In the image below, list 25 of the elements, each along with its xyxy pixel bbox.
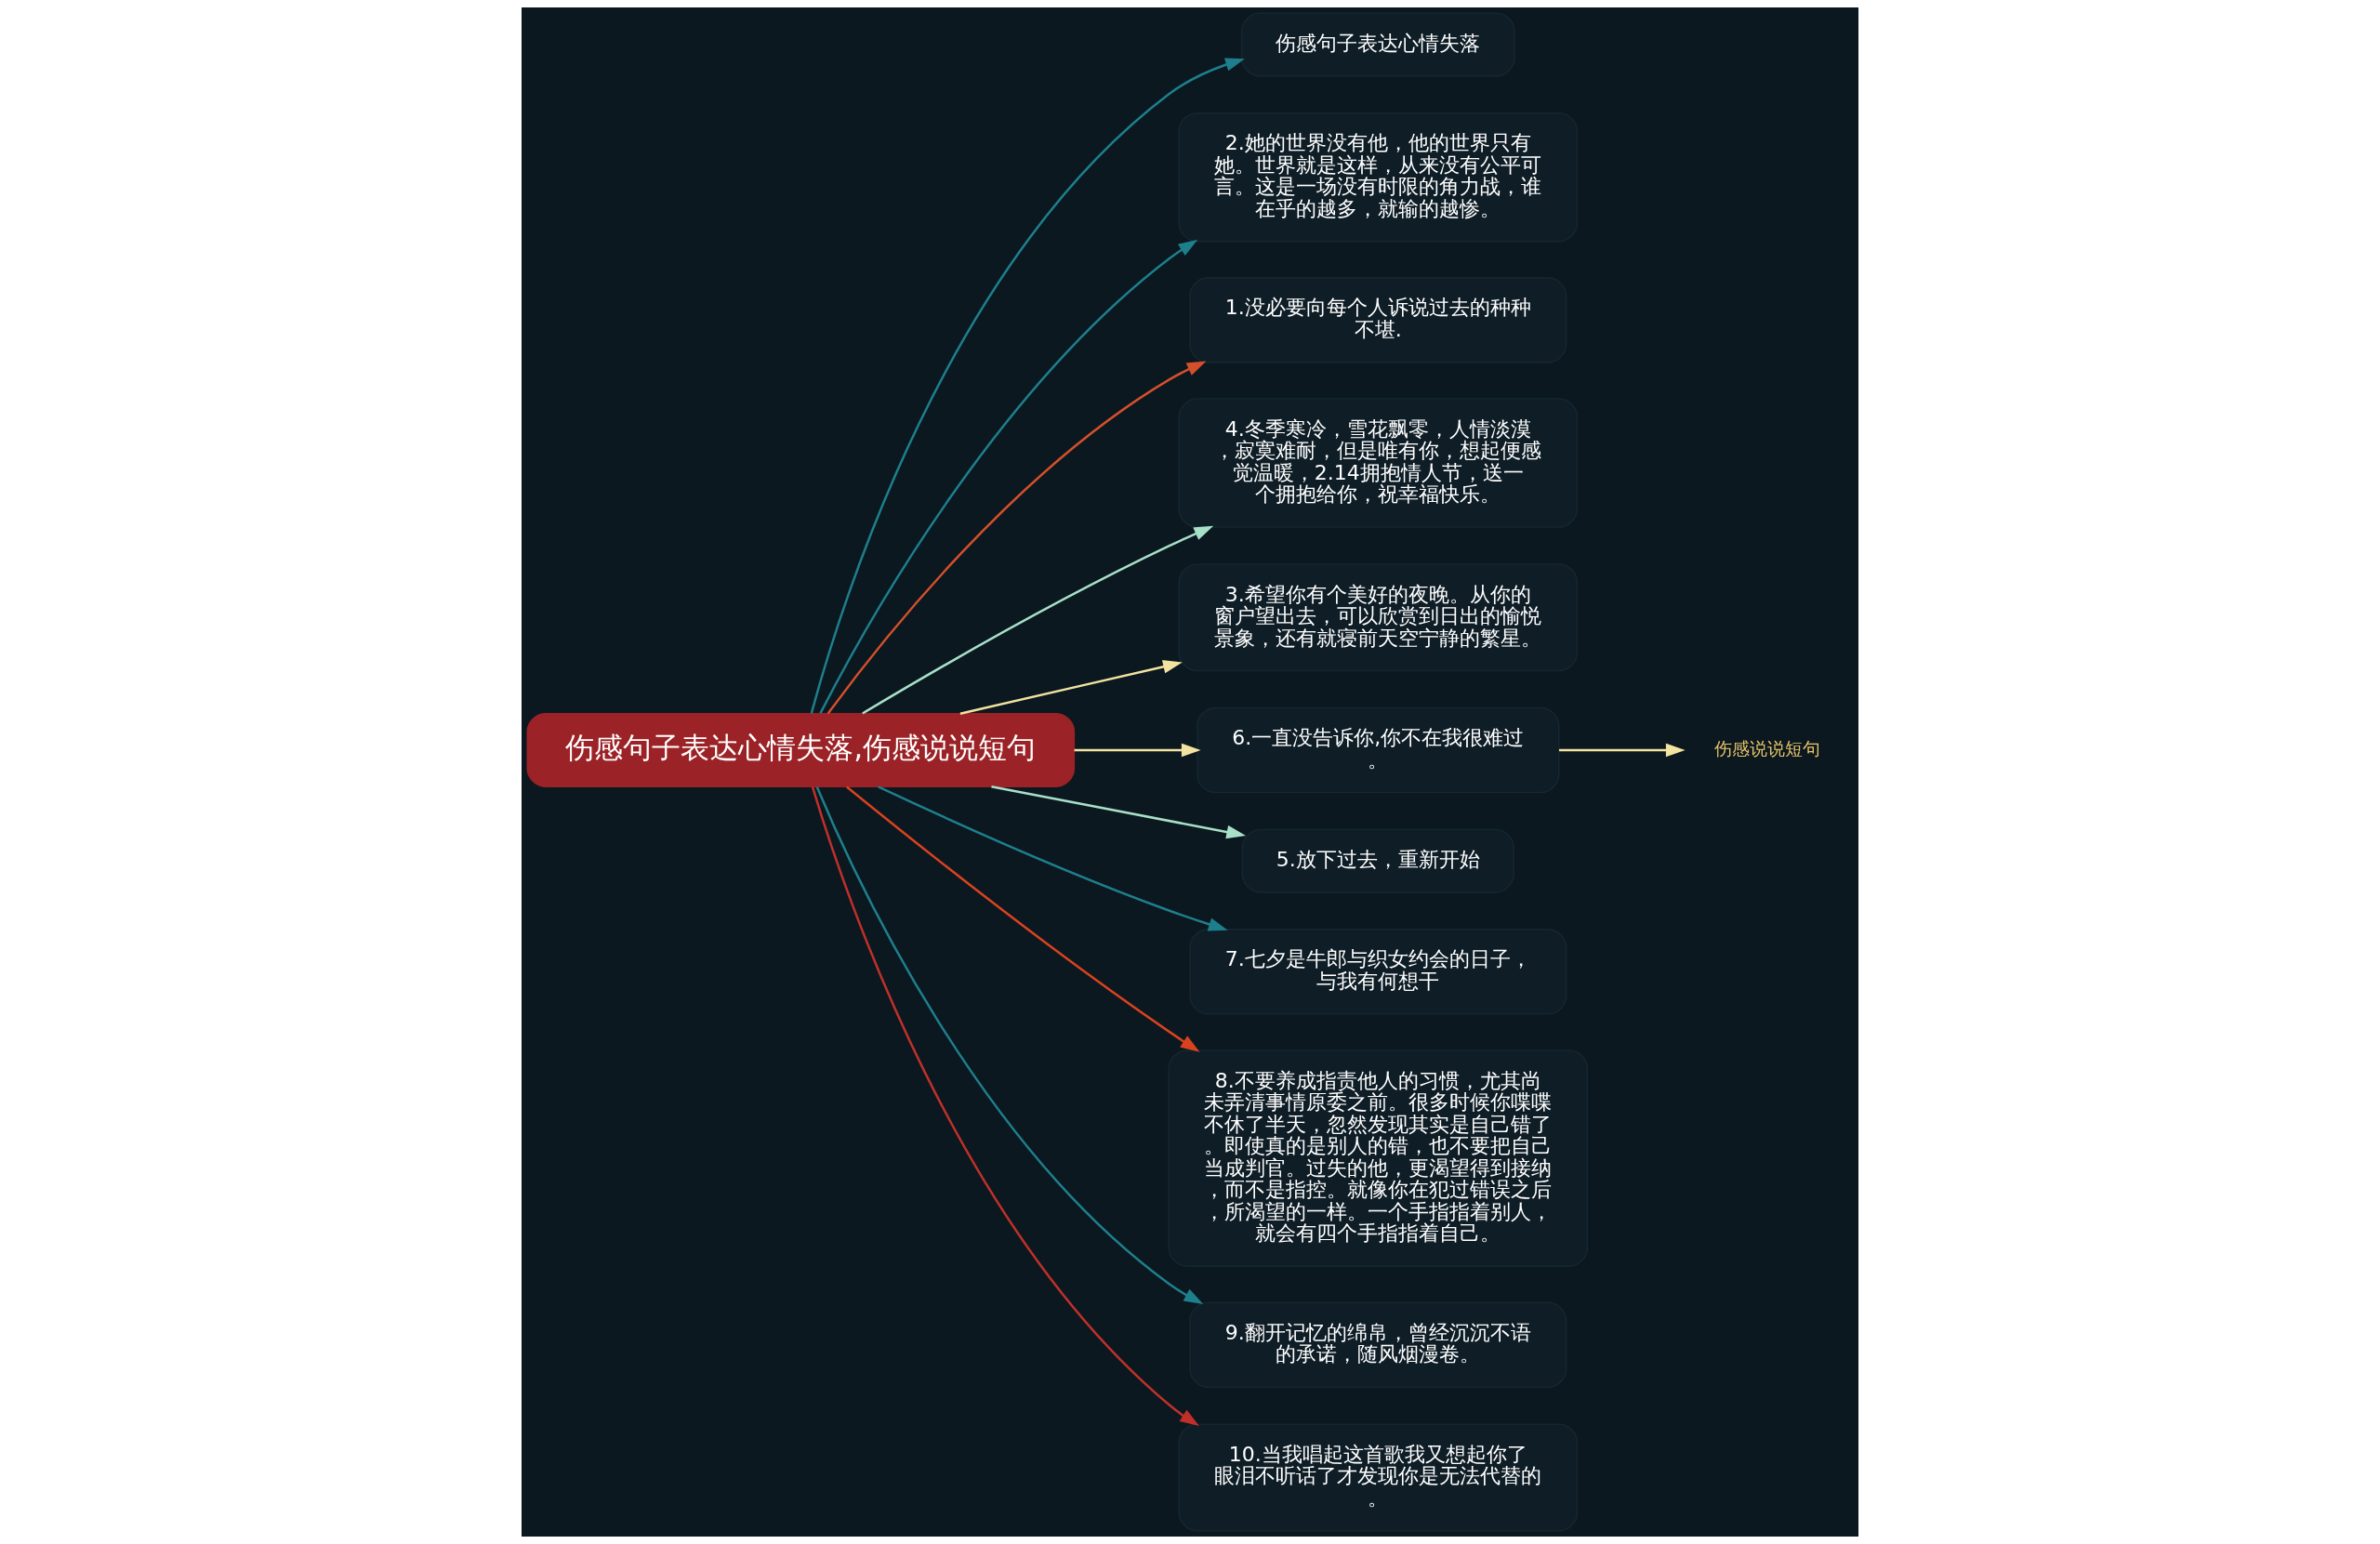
arrow (959, 660, 1183, 715)
arrow (815, 786, 1204, 1305)
node-text: 伤感说说短句 (1713, 738, 1820, 759)
node-box: 伤感句子表达心情失落 (1240, 12, 1515, 77)
arrow (826, 361, 1207, 715)
arrow (810, 58, 1245, 714)
arrow (862, 525, 1214, 715)
node-box: 伤感句子表达心情失落,伤感说说短句 (526, 713, 1076, 787)
node-box: 9.翻开记忆的绵帛，曾经沉沉不语的承诺，随风烟漫卷。 (1189, 1301, 1567, 1389)
node-box: 3.希望你有个美好的夜晚。从你的窗户望出去，可以欣赏到日出的愉悦景象，还有就寝前天空宁静的繁星。 (1178, 563, 1579, 672)
arrow (1074, 743, 1201, 758)
node-box: 7.七夕是牛郎与织女约会的日子，与我有何想干 (1189, 929, 1567, 1015)
node-box: 6.一直没告诉你,你不在我很难过。 (1197, 706, 1560, 794)
node-box: 2.她的世界没有他，他的世界只有她。世界就是这样，从来没有公平可言。这是一场没有时限的角力战，谁在乎的越多，就输的越惨。 (1178, 112, 1579, 243)
arrow (819, 239, 1198, 714)
arrow (878, 785, 1228, 931)
arrow (1559, 743, 1686, 758)
arrow (991, 785, 1247, 839)
node-box: 4.冬季寒冷，雪花飘零，人情淡漠，寂寞难耐，但是唯有你，想起便感觉温暖，2.14拥抱情人节，送一个拥抱给你，祝幸福快乐。 (1178, 398, 1579, 528)
node-box: 10.当我唱起这首歌我又想起你了眼泪不听话了才发现你是无法代替的。 (1178, 1423, 1579, 1532)
arrow (811, 786, 1199, 1427)
node-box: 5.放下过去，重新开始 (1241, 828, 1514, 893)
arrow (846, 785, 1200, 1052)
node-box: 8.不要养成指责他人的习惯，尤其尚未弄清事情原委之前。很多时候你喋喋不休了半天，忽然发现其实是自己错了。即使真的是别人的错，也不要把自己当成判官。过失的他，更渴望得到接纳，而不是指控。就像你在犯过错误之后，所渴望的一样。一个手指指着别人，就会有四个手指指着自己。 (1168, 1049, 1589, 1267)
node-box: 1.没必要向每个人诉说过去的种种不堪. (1189, 277, 1567, 363)
